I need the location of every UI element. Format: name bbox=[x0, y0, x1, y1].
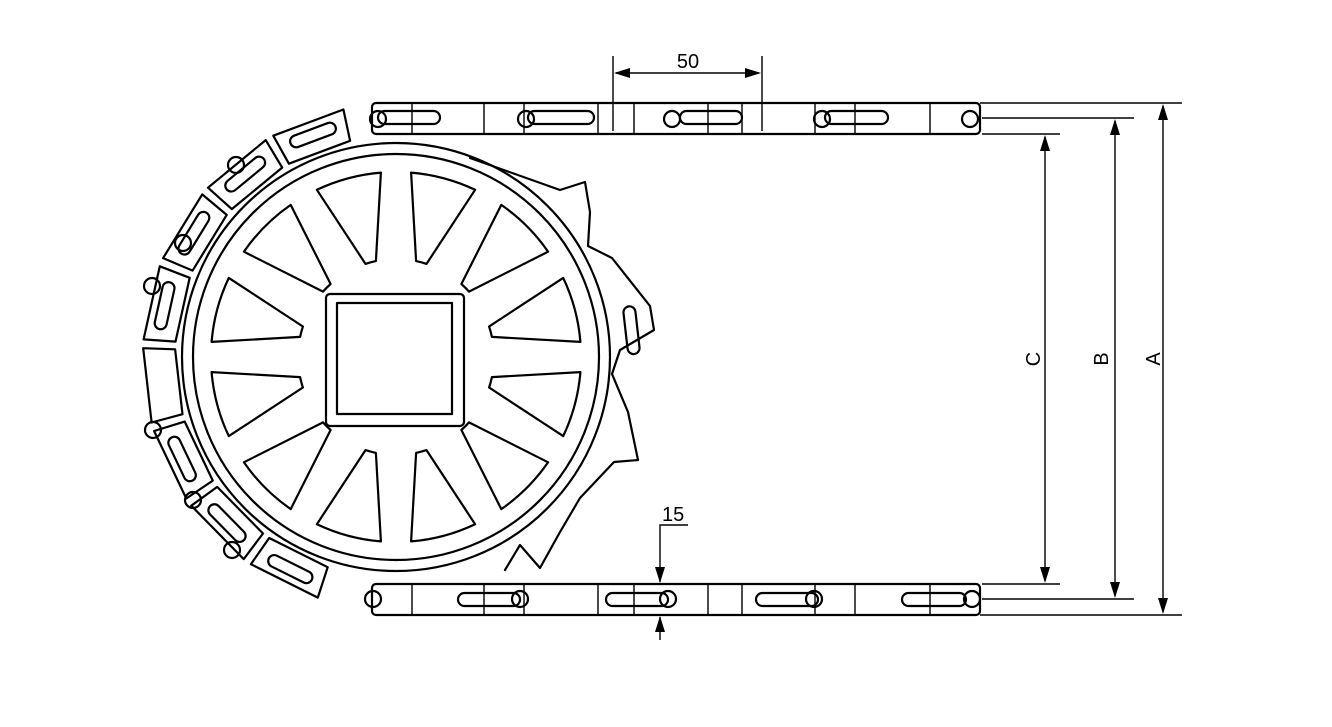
chain-pins bbox=[142, 109, 982, 609]
dim-b-label: B bbox=[1091, 352, 1113, 365]
sprocket-inner-rim bbox=[191, 152, 601, 562]
chain-top-run bbox=[370, 101, 982, 136]
chain-pin bbox=[812, 109, 832, 129]
top-link-slot bbox=[376, 109, 442, 126]
curve-link-slot bbox=[177, 210, 211, 256]
chain-pin bbox=[368, 109, 388, 129]
curve-link-plate bbox=[272, 108, 352, 165]
curve-link-plate bbox=[142, 265, 191, 343]
curve-link-slot bbox=[289, 121, 337, 149]
chain-pin bbox=[804, 589, 824, 609]
bottom-link-slot bbox=[604, 591, 670, 608]
chain-pin bbox=[510, 589, 530, 609]
top-link-slot bbox=[823, 109, 890, 126]
dim-a-label: A bbox=[1143, 352, 1165, 366]
spoke-window bbox=[460, 203, 550, 293]
spoke-window bbox=[210, 276, 304, 343]
curve-link-slot bbox=[267, 553, 314, 585]
chain-pin bbox=[658, 589, 678, 609]
spoke-window bbox=[315, 449, 382, 543]
dim-b-arrow-bottom bbox=[1110, 582, 1120, 598]
top-link-slot bbox=[526, 109, 596, 126]
bottom-link-slot bbox=[900, 591, 968, 608]
spoke-window bbox=[410, 449, 477, 543]
dim-c-label: C bbox=[1023, 352, 1045, 366]
dim-c-arrow-bottom bbox=[1040, 567, 1050, 583]
curve-link-plate bbox=[206, 139, 284, 211]
curve-link-plate bbox=[162, 193, 228, 272]
curve-link-plate bbox=[249, 536, 329, 599]
sprocket-outer-rim bbox=[180, 141, 612, 573]
spoke-windows bbox=[210, 171, 582, 543]
sprocket bbox=[180, 141, 656, 573]
pitch-arrow-left bbox=[614, 68, 630, 78]
hub-outer-square bbox=[324, 292, 466, 428]
chain-curve-links bbox=[142, 108, 641, 599]
dim-a-arrow-bottom bbox=[1158, 598, 1168, 614]
chain-pin bbox=[142, 276, 162, 296]
spoke-window bbox=[242, 421, 332, 511]
spoke-window bbox=[488, 371, 582, 438]
chain bbox=[142, 101, 982, 617]
chain-pin bbox=[662, 109, 682, 129]
chain-pin bbox=[960, 109, 980, 129]
curve-link-plate bbox=[153, 420, 214, 500]
chain-pin bbox=[516, 109, 536, 129]
chain-pin bbox=[143, 420, 163, 440]
top-run-body bbox=[370, 101, 982, 136]
spoke-window bbox=[210, 371, 304, 438]
spoke-window bbox=[410, 171, 477, 265]
link-height-label: 15 bbox=[662, 504, 684, 526]
dim-c-arrow-top bbox=[1040, 135, 1050, 151]
hub-inner-square bbox=[335, 301, 454, 416]
chain-pin bbox=[222, 540, 242, 560]
spoke-window bbox=[488, 276, 582, 343]
spoke-window bbox=[242, 203, 332, 293]
pitch-arrow-right bbox=[745, 68, 761, 78]
link-height-arrow-top bbox=[655, 567, 665, 583]
bottom-link-slot bbox=[754, 591, 820, 608]
spoke-window bbox=[315, 171, 382, 265]
curve-link-slot bbox=[622, 305, 641, 356]
chain-pin bbox=[173, 233, 193, 253]
pitch-label: 50 bbox=[677, 51, 699, 73]
link-height-leader bbox=[659, 524, 688, 582]
spoke-window bbox=[460, 421, 550, 511]
sprocket-teeth bbox=[468, 156, 656, 572]
dim-b-arrow-top bbox=[1110, 119, 1120, 135]
dimension-lines: 50 15 C B A bbox=[612, 51, 1182, 640]
link-height-arrow-bottom bbox=[655, 616, 665, 632]
dim-a-arrow-top bbox=[1158, 104, 1168, 120]
chain-pin bbox=[962, 589, 982, 609]
curve-link-slot bbox=[167, 435, 197, 483]
chain-pin bbox=[226, 155, 246, 175]
chain-pin bbox=[363, 589, 383, 609]
chain-pin bbox=[183, 490, 203, 510]
bottom-link-slot bbox=[456, 591, 522, 608]
curve-link-slot bbox=[153, 281, 176, 331]
